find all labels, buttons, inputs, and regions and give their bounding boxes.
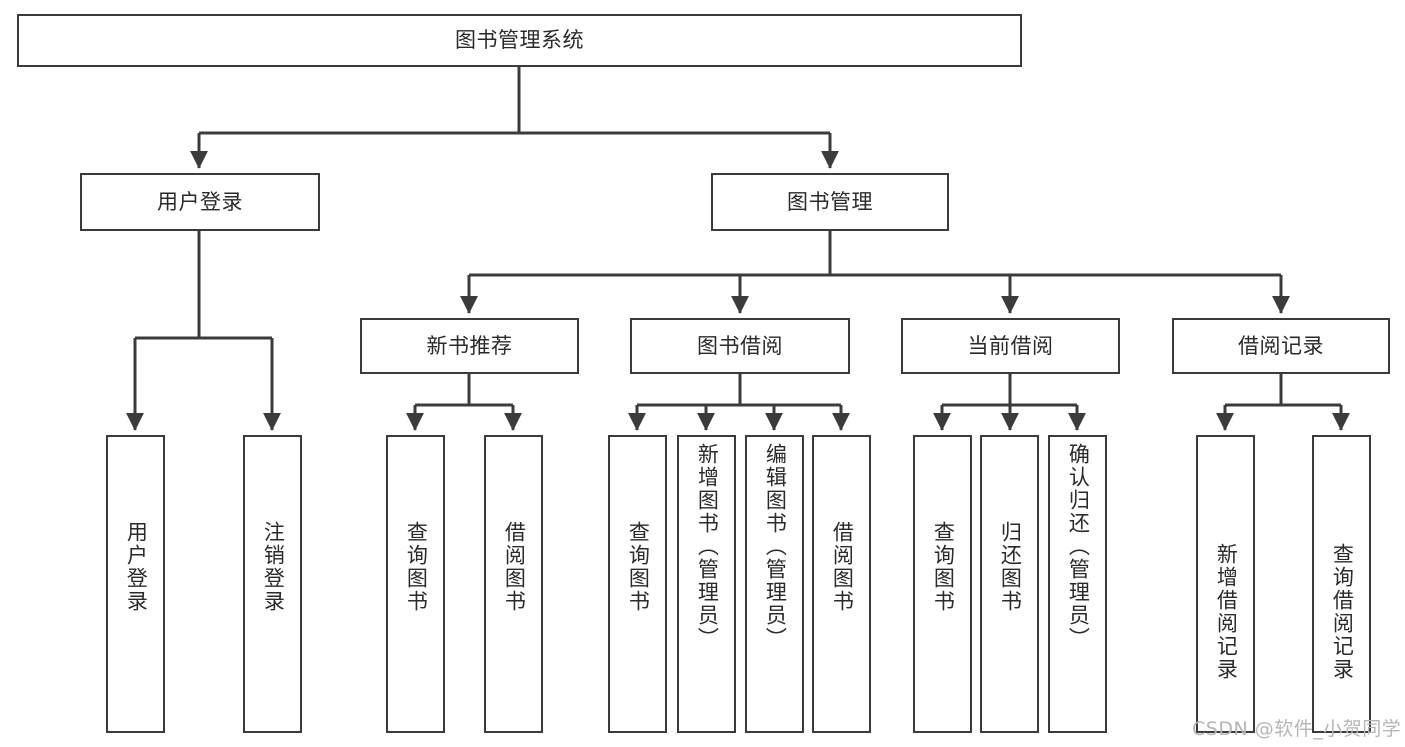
node-book-borrow[interactable]: 图书借阅 bbox=[630, 318, 850, 374]
node-user-login-label: 用户登录 bbox=[157, 189, 243, 214]
node-leaf-logout[interactable]: 注销登录 bbox=[243, 435, 302, 733]
node-leaf-query-book-3-label: 查询图书 bbox=[931, 521, 956, 613]
node-borrow-record-label: 借阅记录 bbox=[1238, 333, 1324, 358]
node-leaf-logout-label: 注销登录 bbox=[261, 521, 286, 613]
node-root[interactable]: 图书管理系统 bbox=[17, 14, 1022, 67]
watermark: CSDN @软件_小贺同学 bbox=[1192, 718, 1402, 740]
node-leaf-user-login[interactable]: 用户登录 bbox=[106, 435, 165, 733]
node-leaf-edit-book[interactable]: 编辑图书（管理员） bbox=[745, 435, 804, 733]
node-current-borrow[interactable]: 当前借阅 bbox=[901, 318, 1120, 374]
node-leaf-query-book-2-label: 查询图书 bbox=[626, 521, 651, 613]
node-current-borrow-label: 当前借阅 bbox=[967, 333, 1054, 358]
node-leaf-confirm-return[interactable]: 确认归还（管理员） bbox=[1048, 435, 1107, 733]
node-leaf-add-record[interactable]: 新增借阅记录 bbox=[1196, 435, 1255, 733]
node-leaf-query-book-2[interactable]: 查询图书 bbox=[608, 435, 667, 733]
node-leaf-edit-book-label: 编辑图书（管理员） bbox=[763, 443, 788, 650]
node-leaf-borrow-book-2-label: 借阅图书 bbox=[830, 521, 855, 613]
node-book-manage-label: 图书管理 bbox=[787, 189, 873, 214]
node-root-label: 图书管理系统 bbox=[455, 28, 584, 53]
node-book-manage[interactable]: 图书管理 bbox=[711, 173, 949, 231]
node-new-book-recommend-label: 新书推荐 bbox=[426, 333, 513, 358]
node-leaf-add-book-label: 新增图书（管理员） bbox=[695, 443, 720, 650]
node-new-book-recommend[interactable]: 新书推荐 bbox=[360, 318, 579, 374]
node-leaf-query-record[interactable]: 查询借阅记录 bbox=[1312, 435, 1371, 733]
node-leaf-borrow-book-2[interactable]: 借阅图书 bbox=[812, 435, 871, 733]
node-leaf-query-book-1[interactable]: 查询图书 bbox=[386, 435, 445, 733]
node-leaf-return-book[interactable]: 归还图书 bbox=[980, 435, 1039, 733]
node-leaf-confirm-return-label: 确认归还（管理员） bbox=[1066, 443, 1091, 650]
node-leaf-return-book-label: 归还图书 bbox=[998, 521, 1023, 613]
node-user-login[interactable]: 用户登录 bbox=[80, 173, 320, 231]
node-leaf-query-record-label: 查询借阅记录 bbox=[1330, 543, 1355, 681]
node-leaf-borrow-book-1[interactable]: 借阅图书 bbox=[484, 435, 543, 733]
node-leaf-borrow-book-1-label: 借阅图书 bbox=[502, 521, 527, 613]
node-leaf-query-book-1-label: 查询图书 bbox=[404, 521, 429, 613]
node-leaf-user-login-label: 用户登录 bbox=[124, 521, 149, 613]
node-borrow-record[interactable]: 借阅记录 bbox=[1172, 318, 1390, 374]
node-leaf-add-book[interactable]: 新增图书（管理员） bbox=[677, 435, 736, 733]
node-book-borrow-label: 图书借阅 bbox=[697, 333, 783, 358]
node-leaf-query-book-3[interactable]: 查询图书 bbox=[913, 435, 972, 733]
node-leaf-add-record-label: 新增借阅记录 bbox=[1214, 543, 1239, 681]
